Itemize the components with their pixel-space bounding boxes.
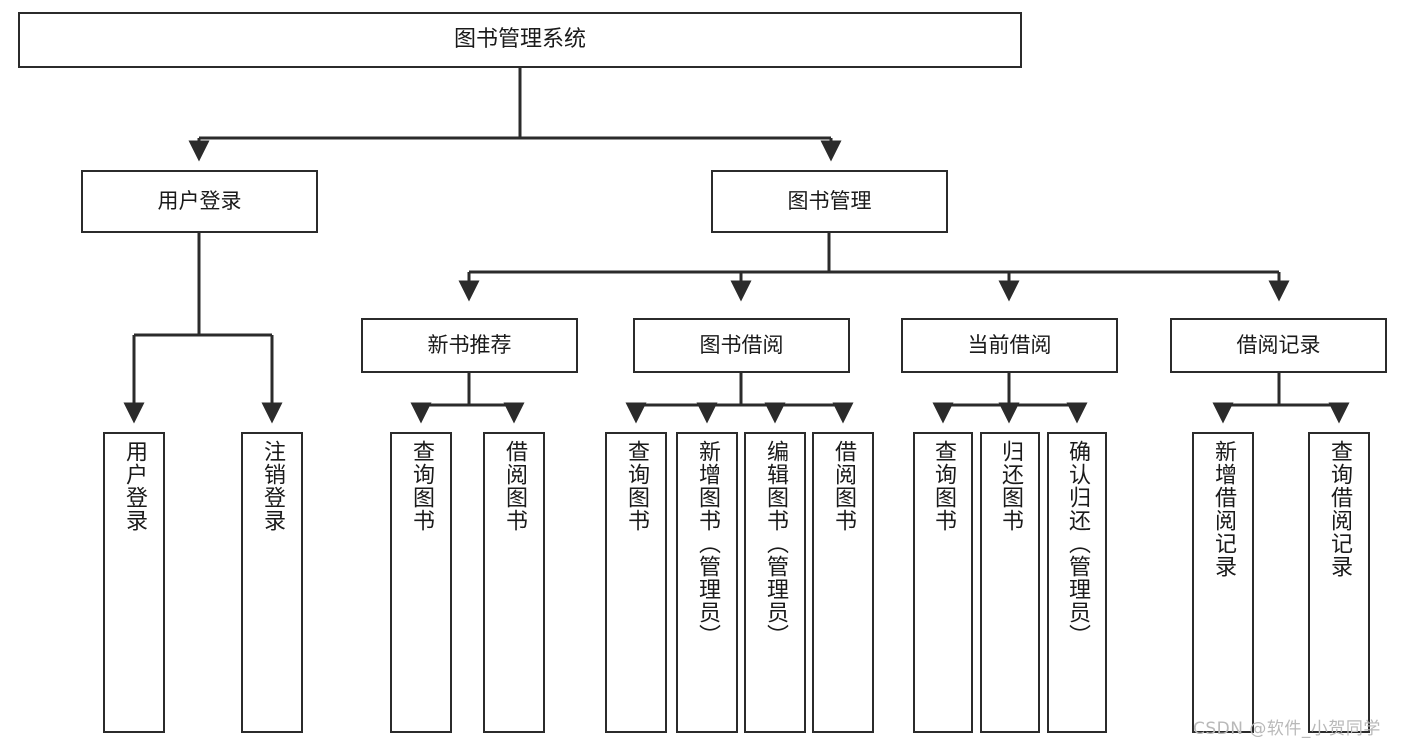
node-label: 查询图书: [931, 440, 956, 532]
leaf-current-confirm-return-admin[interactable]: 确认归还（管理员）: [1047, 432, 1107, 733]
node-label: 用户登录: [122, 440, 147, 532]
node-current-borrow[interactable]: 当前借阅: [901, 318, 1118, 373]
node-borrow-record[interactable]: 借阅记录: [1170, 318, 1387, 373]
node-label: 图书管理系统: [453, 27, 586, 53]
leaf-borrow-edit-book-admin[interactable]: 编辑图书（管理员）: [744, 432, 806, 733]
leaf-borrow-add-book-admin[interactable]: 新增图书（管理员）: [676, 432, 738, 733]
node-label: 新书推荐: [427, 333, 512, 358]
node-label: 当前借阅: [967, 333, 1052, 358]
node-user-login[interactable]: 用户登录: [81, 170, 318, 233]
leaf-borrow-borrow-book[interactable]: 借阅图书: [812, 432, 874, 733]
leaf-current-return-book[interactable]: 归还图书: [980, 432, 1040, 733]
leaf-recommend-query-book[interactable]: 查询图书: [390, 432, 452, 733]
node-label: 确认归还（管理员）: [1065, 440, 1090, 647]
node-label: 图书管理: [787, 189, 872, 214]
node-label: 借阅图书: [831, 440, 856, 532]
leaf-record-query-record[interactable]: 查询借阅记录: [1308, 432, 1370, 733]
node-label: 用户登录: [157, 189, 242, 214]
node-label: 借阅图书: [502, 440, 527, 532]
node-label: 查询图书: [624, 440, 649, 532]
node-label: 编辑图书（管理员）: [763, 440, 788, 647]
node-label: 借阅记录: [1236, 333, 1321, 358]
node-label: 图书借阅: [699, 333, 784, 358]
leaf-user-login-logout[interactable]: 注销登录: [241, 432, 303, 733]
node-label: 新增图书（管理员）: [695, 440, 720, 647]
leaf-borrow-query-book[interactable]: 查询图书: [605, 432, 667, 733]
node-book-management[interactable]: 图书管理: [711, 170, 948, 233]
leaf-recommend-borrow-book[interactable]: 借阅图书: [483, 432, 545, 733]
node-label: 归还图书: [998, 440, 1023, 532]
node-label: 新增借阅记录: [1211, 440, 1236, 578]
node-label: 注销登录: [260, 440, 285, 532]
node-book-borrow[interactable]: 图书借阅: [633, 318, 850, 373]
leaf-user-login-login[interactable]: 用户登录: [103, 432, 165, 733]
node-label: 查询借阅记录: [1327, 440, 1352, 578]
leaf-current-query-book[interactable]: 查询图书: [913, 432, 973, 733]
node-root-system[interactable]: 图书管理系统: [18, 12, 1022, 68]
node-label: 查询图书: [409, 440, 434, 532]
node-new-book-recommend[interactable]: 新书推荐: [361, 318, 578, 373]
leaf-record-add-record[interactable]: 新增借阅记录: [1192, 432, 1254, 733]
